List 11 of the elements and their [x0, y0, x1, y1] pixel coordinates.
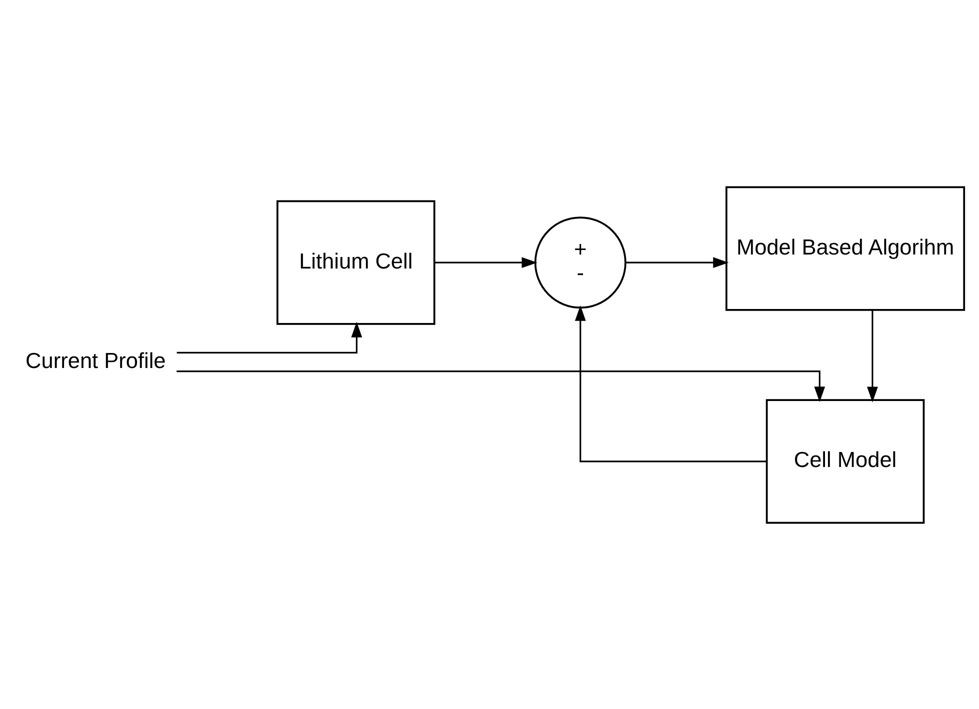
- node-circle: + -: [534, 216, 626, 308]
- arrow: [626, 256, 729, 268]
- arrow: [867, 310, 878, 402]
- arrow: [574, 304, 767, 462]
- arrow: [434, 256, 538, 268]
- node-box: Model Based Algorihm: [725, 186, 966, 310]
- node-box: Cell Model: [766, 398, 925, 524]
- node-box: Lithium Cell: [276, 200, 436, 324]
- arrow: [176, 370, 826, 402]
- node-text: Current Profile: [26, 347, 166, 372]
- arrow: [176, 321, 362, 353]
